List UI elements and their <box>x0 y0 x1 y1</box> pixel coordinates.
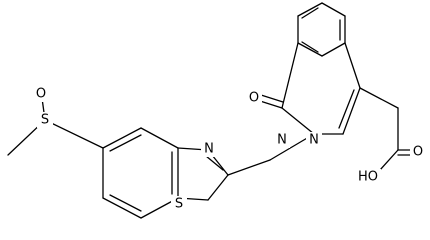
acetic-acid-chain <box>359 87 414 171</box>
atom-sulfoxide-o: O <box>33 86 49 102</box>
svg-text:HO: HO <box>358 170 378 185</box>
svg-text:N: N <box>309 133 319 148</box>
chemical-structure: O S N S N N O O HO <box>7 2 426 219</box>
methylene-linker <box>227 133 315 176</box>
svg-text:S: S <box>175 197 183 212</box>
atom-pyridazine-n3: N <box>274 132 290 148</box>
svg-text:O: O <box>36 87 46 102</box>
svg-text:S: S <box>41 113 49 128</box>
svg-text:O: O <box>249 91 259 106</box>
svg-text:N: N <box>204 142 214 157</box>
svg-text:O: O <box>413 145 423 160</box>
benzo-ring-top <box>297 2 346 57</box>
atom-acid-oh: HO <box>355 169 381 185</box>
svg-text:N: N <box>277 133 287 148</box>
atom-sulfoxide-s: S <box>37 112 53 128</box>
carbonyl-bond <box>259 94 284 109</box>
benzo-ring-bottom <box>102 127 179 219</box>
methylsulfinyl-group <box>7 97 104 156</box>
atom-acid-o: O <box>410 144 426 160</box>
atom-carbonyl-o: O <box>246 90 262 106</box>
atom-thiazole-s: S <box>171 196 187 212</box>
pyridazinone-ring <box>281 42 361 135</box>
atom-pyridazine-n2: N <box>306 132 322 148</box>
atom-thiazole-n: N <box>201 141 217 157</box>
